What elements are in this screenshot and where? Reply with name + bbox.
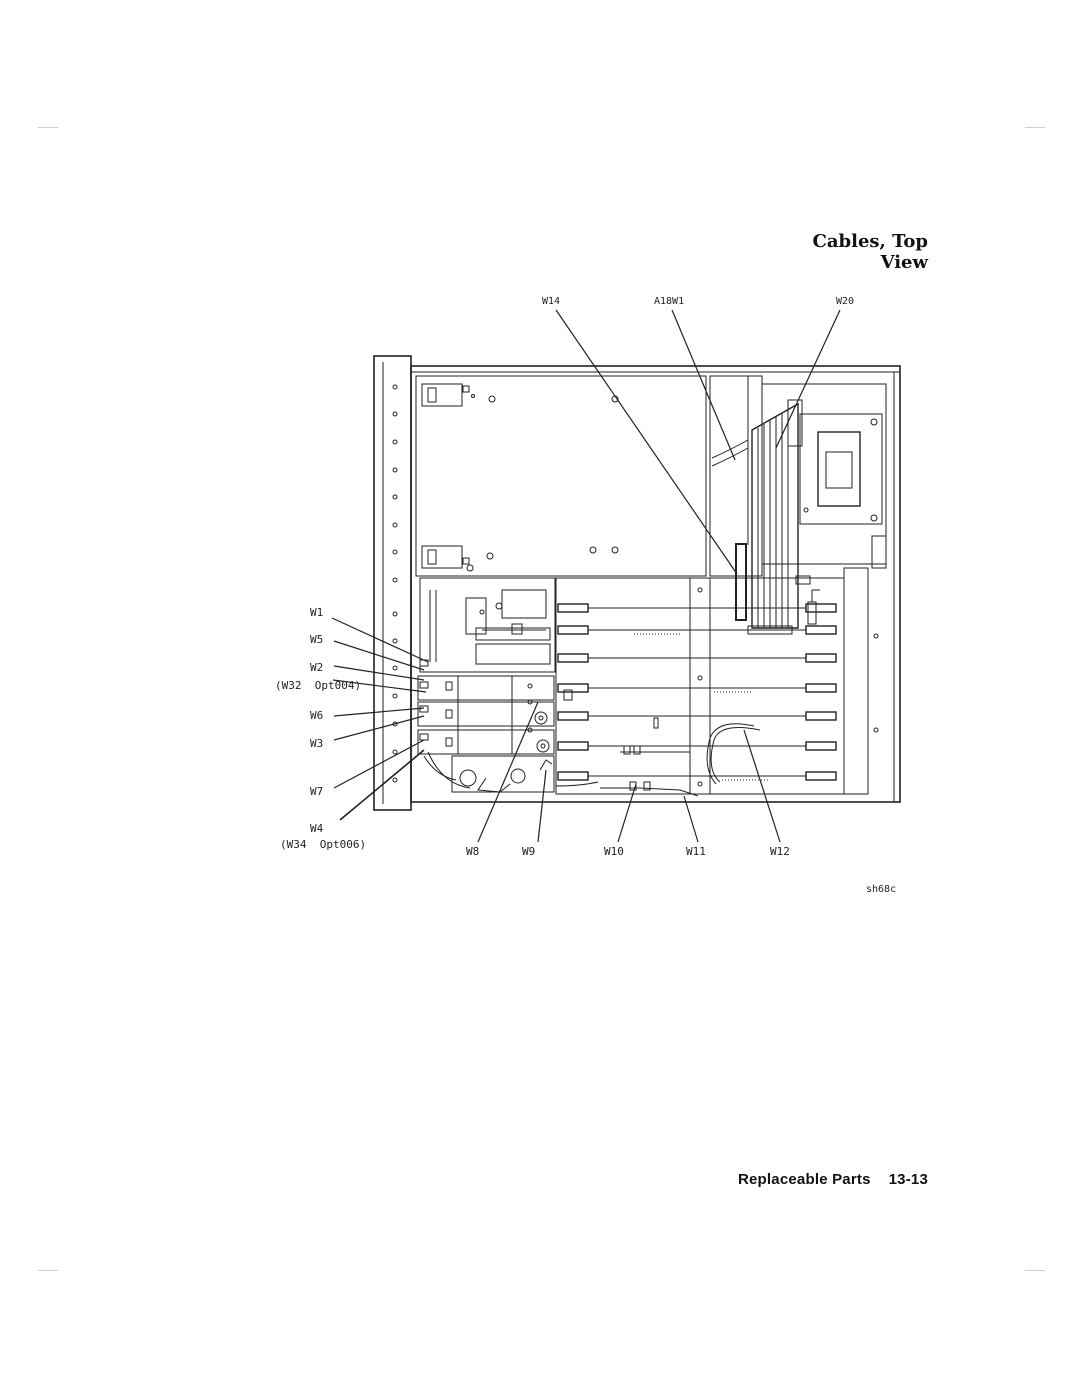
label-w6: W6	[310, 709, 323, 722]
crop-mark	[38, 127, 58, 128]
label-w11: W11	[686, 845, 706, 858]
label-w32-opt004: (W32 Opt004)	[275, 679, 361, 692]
label-w8: W8	[466, 845, 479, 858]
page-footer: Replaceable Parts 13-13	[700, 1171, 928, 1188]
label-w1: W1	[310, 606, 323, 619]
label-w34-opt006: (W34 Opt006)	[280, 838, 366, 851]
figure-id-tag: sh68c	[866, 884, 896, 895]
footer-section: Replaceable Parts	[737, 1171, 871, 1188]
crop-mark	[38, 1270, 58, 1271]
label-w2: W2	[310, 661, 323, 674]
label-w20: W20	[836, 296, 854, 307]
crop-mark	[1025, 1270, 1045, 1271]
page-title: Cables, Top View	[812, 231, 928, 273]
label-w7: W7	[310, 785, 323, 798]
label-w4: W4	[310, 822, 324, 835]
label-w9: W9	[522, 845, 535, 858]
crop-mark	[1025, 127, 1045, 128]
label-w14: W14	[542, 296, 560, 307]
label-a18w1: A18W1	[654, 296, 684, 307]
label-w12: W12	[770, 845, 790, 858]
label-w5: W5	[310, 633, 323, 646]
footer-page-number: 13-13	[888, 1171, 928, 1188]
label-w10: W10	[604, 845, 624, 858]
label-w3: W3	[310, 737, 323, 750]
